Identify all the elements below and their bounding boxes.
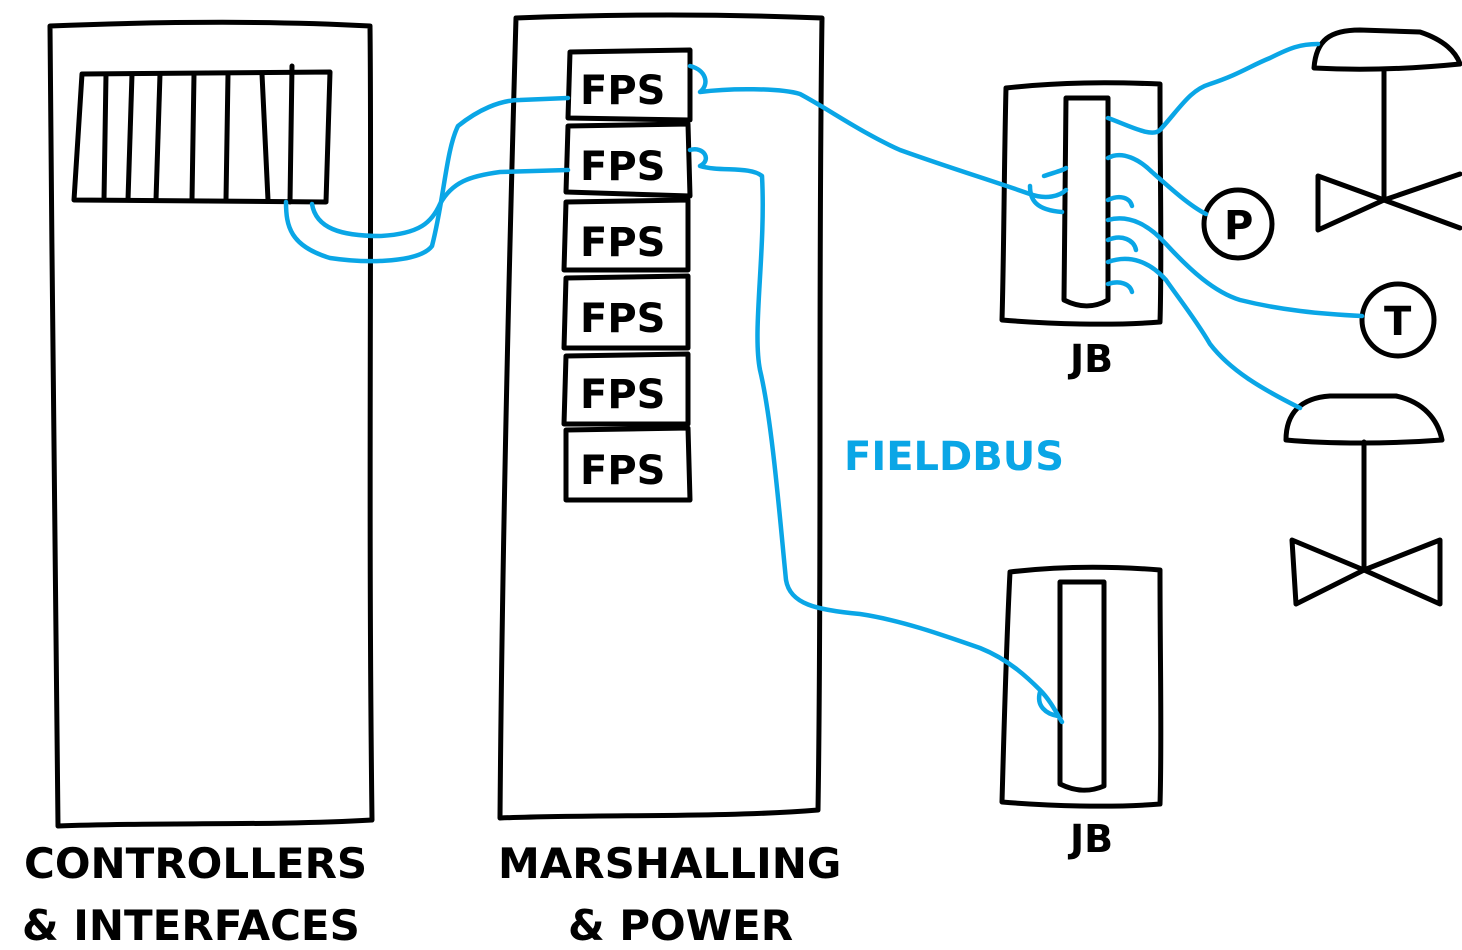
- fieldbus-cable-tail: [1036, 689, 1061, 719]
- temperature-transmitter-icon: T: [1359, 281, 1437, 359]
- marshalling-cabinet-outline: [497, 12, 825, 821]
- fieldbus-cable-tail: [1027, 183, 1065, 215]
- pressure-transmitter-label: P: [1224, 203, 1253, 249]
- spur-loop: [1105, 194, 1135, 209]
- spur-loop: [1105, 280, 1135, 295]
- fps-module: FPS: [563, 121, 693, 199]
- terminal-strip: [1061, 95, 1111, 309]
- junction-box-label: JB: [1067, 817, 1113, 861]
- fps-module-label: FPS: [580, 144, 665, 190]
- fieldbus-wiring: [283, 41, 1365, 725]
- temperature-transmitter-label: T: [1384, 299, 1412, 345]
- fps-module-label: FPS: [580, 448, 665, 494]
- controllers-cabinet: CONTROLLERS & INTERFACES: [22, 19, 375, 950]
- pressure-transmitter-icon: P: [1201, 187, 1275, 261]
- controllers-cabinet-outline: [47, 19, 375, 829]
- junction-box-lower: JB: [999, 564, 1164, 861]
- fps-module-label: FPS: [580, 372, 665, 418]
- control-valve-icon: [1283, 393, 1445, 607]
- junction-box-label: JB: [1067, 337, 1113, 381]
- fps-module-stack: FPS FPS FPS FPS FPS FPS: [561, 47, 693, 503]
- controllers-label-line2: & INTERFACES: [22, 901, 360, 950]
- terminal-strip: [1057, 579, 1107, 793]
- fps-module: FPS: [561, 197, 691, 273]
- fps-module: FPS: [563, 425, 693, 503]
- marshalling-label-line1: MARSHALLING: [498, 839, 841, 888]
- controllers-label-line1: CONTROLLERS: [24, 839, 367, 888]
- fieldbus-cable: [283, 95, 571, 264]
- spur-to-temperature-transmitter: [1105, 216, 1365, 319]
- fieldbus-label: FIELDBUS: [844, 434, 1064, 480]
- spur-loop: [1105, 235, 1139, 253]
- fps-module: FPS: [561, 351, 691, 427]
- spur-to-lower-valve: [1105, 256, 1303, 411]
- fps-module-label: FPS: [580, 296, 665, 342]
- controller-card-rack: [71, 63, 333, 205]
- marshalling-label-line2: & POWER: [568, 901, 793, 950]
- fieldbus-cable-tail: [1041, 165, 1069, 179]
- junction-box-upper: JB: [999, 80, 1164, 381]
- spur-to-pressure-transmitter: [1105, 152, 1209, 217]
- marshalling-cabinet: FPS FPS FPS FPS FPS FPS MARSH: [497, 12, 841, 950]
- fieldbus-cable: [309, 167, 571, 239]
- fps-module: FPS: [565, 47, 693, 123]
- control-valve-icon: [1311, 27, 1462, 233]
- fieldbus-cable: [687, 147, 1065, 725]
- fps-module-label: FPS: [580, 68, 665, 114]
- spur-to-upper-valve: [1105, 41, 1321, 135]
- fps-module: FPS: [561, 273, 691, 351]
- fps-module-label: FPS: [580, 220, 665, 266]
